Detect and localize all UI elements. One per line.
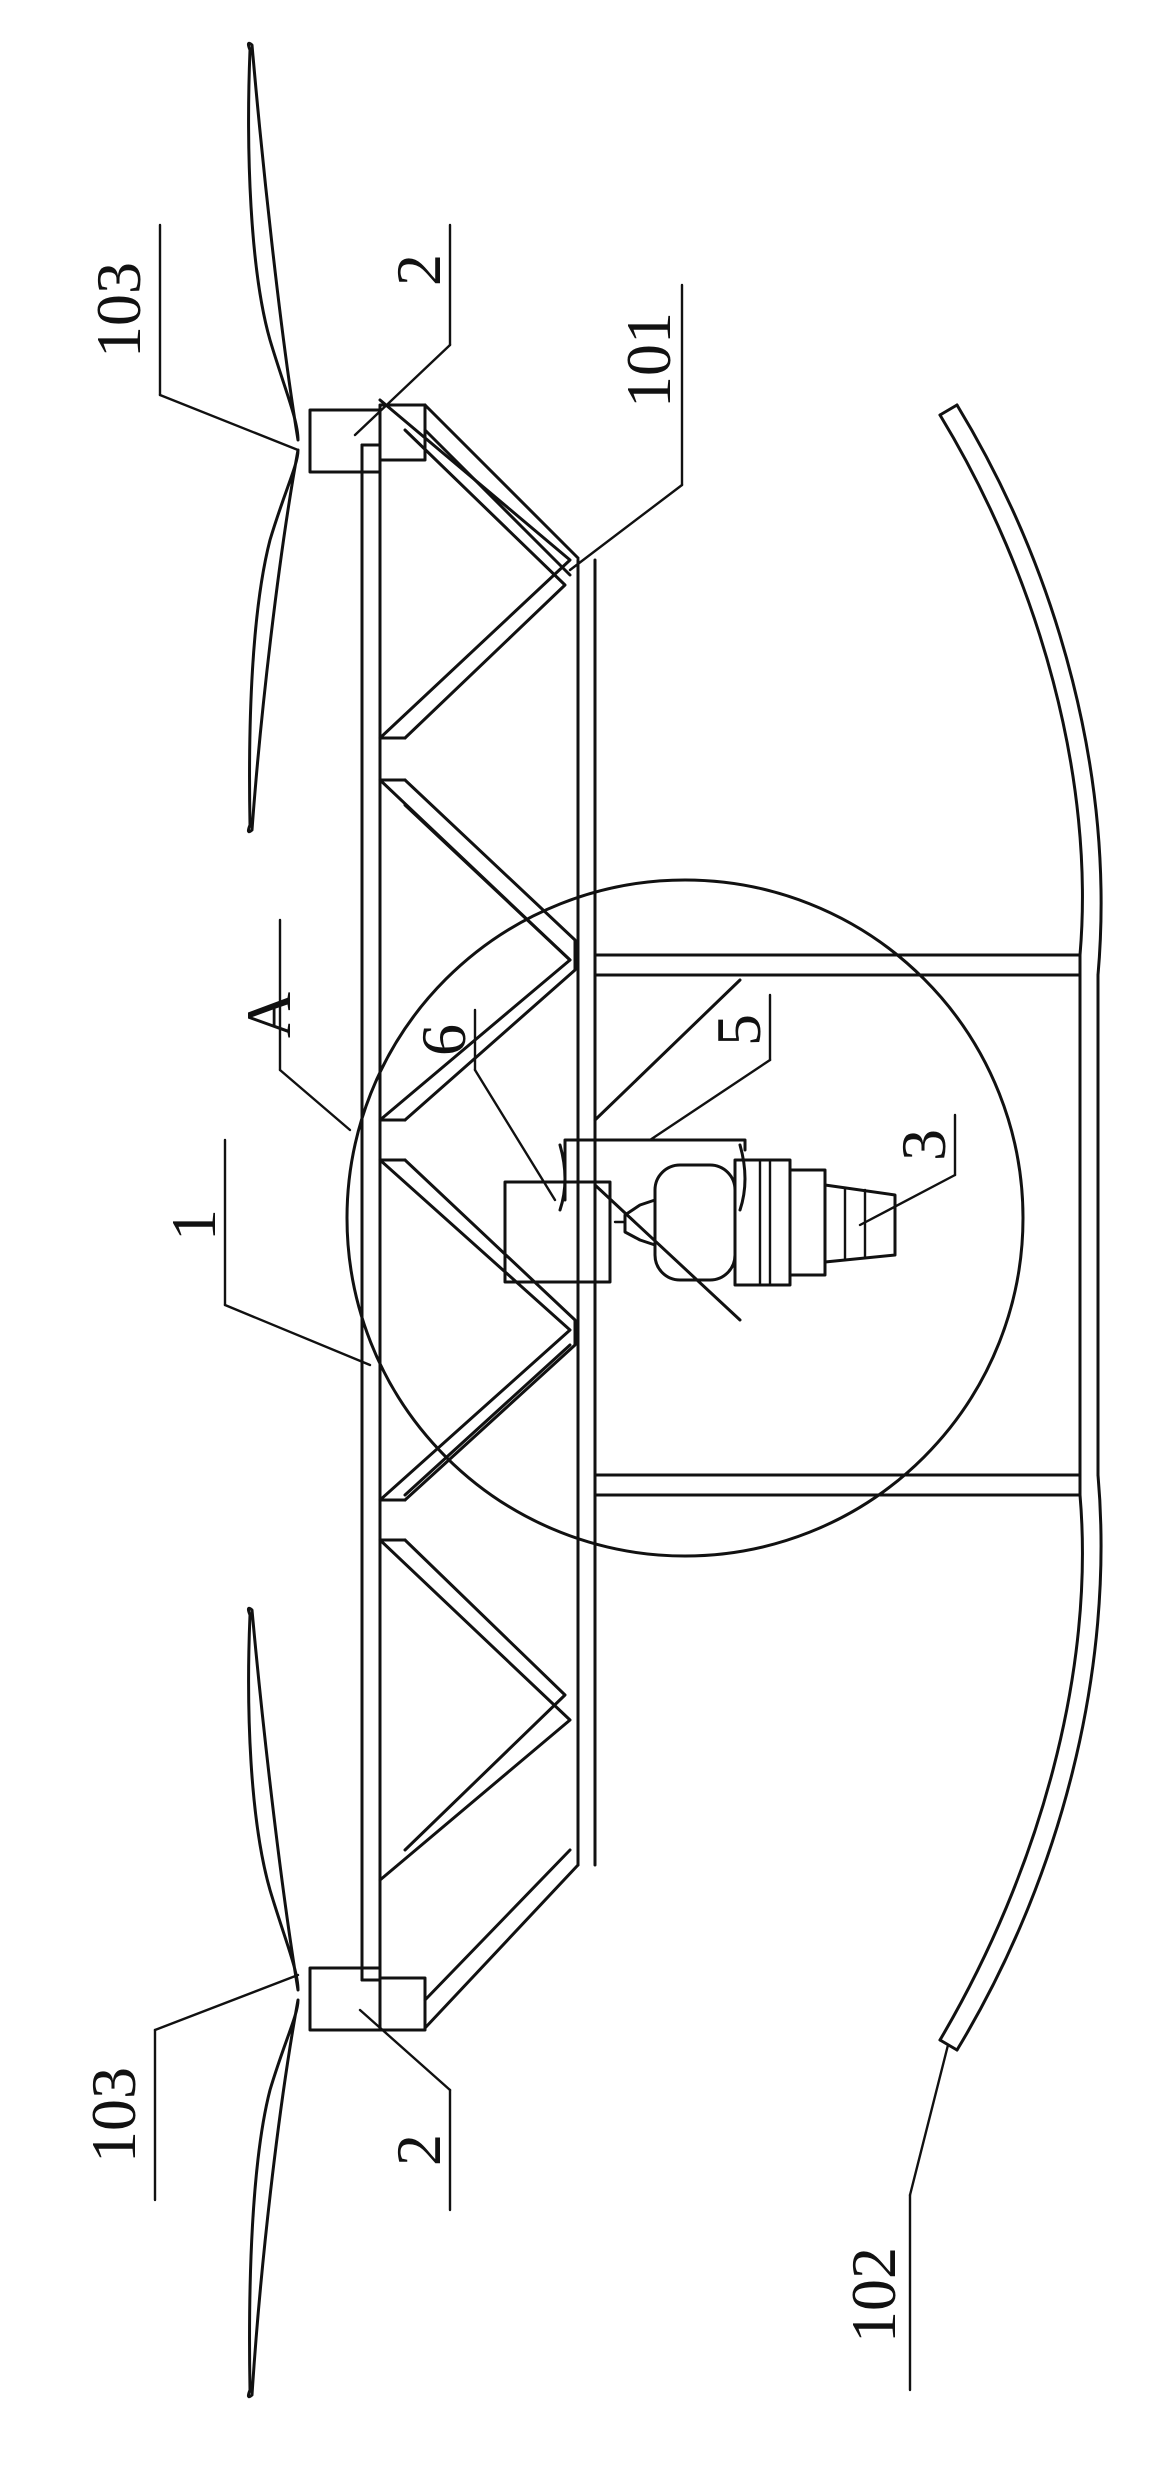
label-103-bottom: 103 — [78, 2067, 149, 2163]
end-braces — [423, 403, 580, 2030]
propeller-bottom — [246, 1606, 300, 2399]
label-5: 5 — [703, 1014, 774, 1046]
label-102: 102 — [838, 2247, 909, 2343]
label-103-top: 103 — [83, 262, 154, 358]
label-3: 3 — [888, 1129, 959, 1161]
label-1: 1 — [158, 1209, 229, 1241]
engine — [613, 1158, 897, 1287]
propeller-top — [246, 41, 300, 834]
label-2-top: 2 — [383, 254, 454, 286]
label-101: 101 — [613, 312, 684, 408]
detail-circle-a — [345, 878, 1025, 1558]
leader-lines — [153, 223, 957, 2392]
rotor-mount-top — [308, 403, 427, 474]
truss-diagonals — [378, 398, 742, 1882]
landing-arc — [938, 403, 1103, 2052]
bracket — [558, 1138, 747, 1212]
reference-labels: 103 2 101 A 1 6 5 3 103 2 102 — [78, 254, 959, 2343]
label-a: A — [233, 992, 304, 1038]
label-2-bottom: 2 — [383, 2134, 454, 2166]
control-box — [503, 1180, 612, 1284]
landing-frame — [593, 953, 1100, 1497]
label-6: 6 — [408, 1024, 479, 1056]
frame-rails — [360, 443, 597, 1982]
rotor-mount-bottom — [308, 1966, 427, 2032]
